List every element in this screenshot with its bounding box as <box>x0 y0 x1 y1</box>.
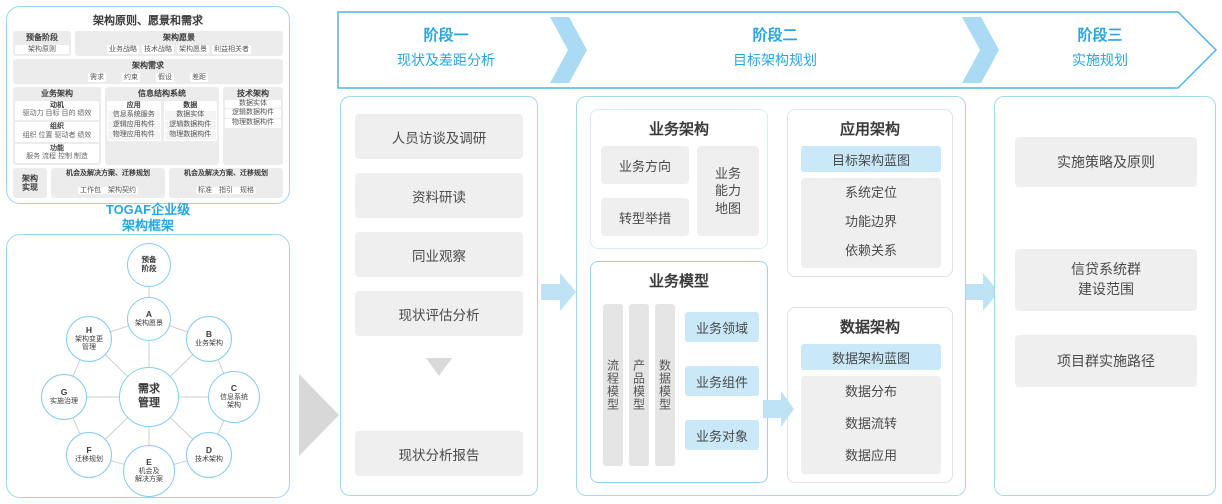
phase3-column: 实施策略及原则 信贷系统群 建设范围 项目群实施路径 <box>994 96 1216 496</box>
flow-arrow-3 <box>965 273 999 311</box>
adm-center-node: 需求 管理 <box>119 367 179 427</box>
down-arrow <box>426 358 452 376</box>
application-column: 应用 信息系统服务 逻辑应用构件 物理应用构件 <box>107 100 161 141</box>
prep-phase-item: 架构原则 <box>15 44 69 55</box>
data-column: 数据 数据实体 逻辑数据构件 物理数据构件 <box>163 100 217 141</box>
business-object-box: 业务对象 <box>685 420 759 450</box>
step-peer-observation-box: 同业观察 <box>355 232 523 277</box>
vision-item: 架构愿景 <box>177 44 209 55</box>
implementation-box-2: 机会及解决方案、迁移规划 标准 指引 规格 <box>169 168 283 199</box>
requirement-item: 假设 <box>156 72 174 83</box>
business-domain-box: 业务领域 <box>685 312 759 342</box>
flow-arrow-1 <box>541 273 576 311</box>
vision-item: 业务战略 <box>107 44 139 55</box>
step-report-box: 现状分析报告 <box>355 431 523 476</box>
info-systems-title: 信息结构系统 <box>138 89 186 99</box>
technology-architecture-box: 技术架构 数据实体 逻辑数据构件 物理数据构件 <box>223 87 283 166</box>
step-document-study-box: 资料研读 <box>355 173 523 218</box>
implementation-strategy-box: 实施策略及原则 <box>1015 137 1197 187</box>
prep-phase-title: 预备阶段 <box>26 33 58 42</box>
big-gray-arrow <box>299 374 339 456</box>
business-model-group: 业务模型 流程模型 产品模型 数据模型 业务领域 业务组件 业务对象 <box>590 261 768 483</box>
product-model-bar: 产品模型 <box>629 304 649 466</box>
togaf-framework-label: TOGAF企业级 架构框架 <box>105 202 191 233</box>
architecture-implementation-label: 架构 实现 <box>13 168 47 199</box>
phase-separator-chevron-1 <box>550 17 587 83</box>
business-arch-title: 业务架构 <box>41 89 73 99</box>
data-architecture-group: 数据架构 数据架构蓝图 数据分布 数据流转 数据应用 <box>787 307 953 483</box>
requirement-item: 约束 <box>122 72 140 83</box>
motivation-group: 动机 驱动力 目标 目的 绩效 <box>15 100 99 121</box>
data-blueprint-box: 数据架构蓝图 <box>801 344 941 370</box>
requirement-item: 需求 <box>88 72 106 83</box>
business-architecture-group: 业务架构 业务方向 转型举措 业务 能力 地图 <box>590 109 768 249</box>
information-systems-box: 信息结构系统 应用 信息系统服务 逻辑应用构件 物理应用构件 数据 数据实体 逻… <box>105 87 219 166</box>
vision-item: 技术战略 <box>142 44 174 55</box>
adm-node-f: F 迁移规划 <box>66 432 112 478</box>
adm-node-e: E 机会及 解决方案 <box>123 445 175 497</box>
capability-map-box: 业务 能力 地图 <box>697 146 759 236</box>
adm-node-a: A 架构愿景 <box>127 297 171 341</box>
adm-node-d: D 技术架构 <box>186 432 232 478</box>
business-component-box: 业务组件 <box>685 366 759 396</box>
flow-arrow-2 <box>763 391 794 427</box>
app-detail-box: 系统定位 功能边界 依赖关系 <box>801 178 941 268</box>
adm-node-h: H 架构变更 管理 <box>66 316 112 362</box>
prep-phase-box: 预备阶段 架构原则 <box>13 31 71 57</box>
architecture-requirements-box: 架构需求 需求 约束 假设 差距 <box>13 59 283 85</box>
phase-banner-arrow <box>337 11 1218 89</box>
vision-title: 架构愿景 <box>163 33 195 42</box>
phase-3-title: 阶段三 实施规划 <box>1072 27 1128 68</box>
phase-1-title: 阶段一 现状及差距分析 <box>397 27 495 68</box>
business-architecture-box: 业务架构 动机 驱动力 目标 目的 绩效 组织 组织 位置 驱动者 绩效 功能 … <box>13 87 101 166</box>
adm-cycle-panel: 预备 阶段 A 架构愿景 B 业务架构 C 信息系统 架构 D 技术架构 E 机… <box>6 234 290 498</box>
tech-arch-title: 技术架构 <box>237 89 269 99</box>
phase-2-title: 阶段二 目标架构规划 <box>733 27 817 68</box>
data-model-bar: 数据模型 <box>655 304 675 466</box>
requirement-item: 差距 <box>190 72 208 83</box>
architecture-principles-panel: 架构原则、愿景和需求 预备阶段 架构原则 架构愿景 业务战略 技术战略 架构愿景… <box>6 6 290 204</box>
requirements-title: 架构需求 <box>132 61 164 71</box>
credit-system-scope-box: 信贷系统群 建设范围 <box>1015 249 1197 311</box>
vision-item: 利益相关者 <box>212 44 251 55</box>
project-roadmap-box: 项目群实施路径 <box>1015 335 1197 387</box>
adm-node-g: G 实施治理 <box>41 374 87 420</box>
transformation-box: 转型举措 <box>601 198 689 236</box>
step-interview-box: 人员访谈及调研 <box>355 114 523 159</box>
adm-node-b: B 业务架构 <box>186 316 232 362</box>
organization-group: 组织 组织 位置 驱动者 绩效 <box>15 122 99 142</box>
implementation-box-1: 机会及解决方案、迁移规划 工作包 架构契约 <box>51 168 165 199</box>
application-architecture-group: 应用架构 目标架构蓝图 系统定位 功能边界 依赖关系 <box>787 109 953 277</box>
function-group: 功能 服务 流程 控制 制造 <box>15 143 99 164</box>
architecture-vision-box: 架构愿景 业务战略 技术战略 架构愿景 利益相关者 <box>75 31 283 57</box>
target-blueprint-box: 目标架构蓝图 <box>801 146 941 172</box>
data-detail-box: 数据分布 数据流转 数据应用 <box>801 376 941 474</box>
step-assessment-box: 现状评估分析 <box>355 291 523 336</box>
process-model-bar: 流程模型 <box>603 304 623 466</box>
panel-title: 架构原则、愿景和需求 <box>93 15 203 27</box>
phase-separator-chevron-2 <box>962 17 999 83</box>
phase2-column: 业务架构 业务方向 转型举措 业务 能力 地图 业务模型 流程模型 产品模型 数… <box>576 96 966 496</box>
adm-node-prep: 预备 阶段 <box>127 243 171 287</box>
phase1-column: 人员访谈及调研 资料研读 同业观察 现状评估分析 现状分析报告 <box>340 96 538 496</box>
adm-node-c: C 信息系统 架构 <box>208 371 260 423</box>
business-direction-box: 业务方向 <box>601 146 689 184</box>
